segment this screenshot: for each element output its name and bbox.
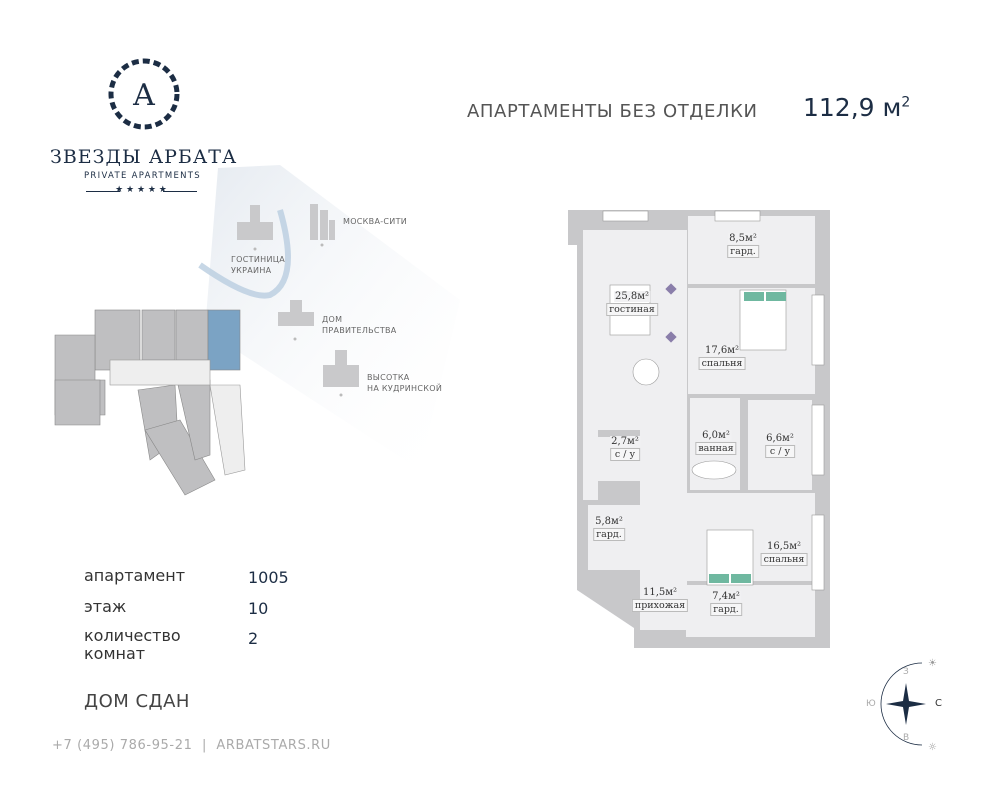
svg-text:☼: ☼	[928, 742, 937, 753]
info-label-apartment: апартамент	[84, 566, 186, 585]
brand-title: ЗВЕЗДЫ АРБАТА	[50, 146, 238, 168]
brand-stars: ★ ★ ★ ★ ★	[115, 185, 167, 195]
compass-south: Ю	[866, 699, 876, 709]
svg-text:☀: ☀	[928, 658, 937, 669]
divider	[86, 191, 120, 192]
apartment-area: 112,9 м2	[803, 93, 911, 122]
landmark-kudrinskaya: ВЫСОТКА НА КУДРИНСКОЙ	[367, 373, 443, 393]
compass-west: З	[903, 667, 909, 677]
footer: +7 (495) 786-95-21 | ARBATSTARS.RU	[52, 738, 331, 753]
info-value-apartment: 1005	[248, 568, 289, 587]
building-status: ДОМ СДАН	[84, 691, 190, 712]
compass-east: В	[903, 733, 910, 743]
divider	[163, 191, 197, 192]
brand-subtitle: PRIVATE APARTMENTS	[84, 171, 201, 181]
info-value-rooms: 2	[248, 629, 259, 648]
logo-emblem: A	[108, 58, 180, 130]
building-icon	[237, 204, 359, 387]
info-value-floor: 10	[248, 599, 269, 618]
apartment-type: АПАРТАМЕНТЫ БЕЗ ОТДЕЛКИ	[467, 101, 758, 122]
svg-text:A: A	[132, 78, 155, 113]
landmark-government-house: ДОМ ПРАВИТЕЛЬСТВА	[322, 315, 397, 335]
compass-icon: ☀☼	[880, 658, 937, 753]
info-label-floor: этаж	[84, 597, 127, 616]
footer-separator: |	[201, 738, 207, 753]
landmark-ukraina: ГОСТИНИЦА УКРАИНА	[231, 255, 286, 275]
info-label-rooms: количество комнат	[84, 626, 181, 663]
phone-link[interactable]: +7 (495) 786-95-21	[52, 738, 193, 753]
website-link[interactable]: ARBATSTARS.RU	[216, 738, 331, 753]
landmark-moscow-city: МОСКВА-СИТИ	[343, 217, 408, 226]
compass-north: С	[935, 698, 942, 709]
